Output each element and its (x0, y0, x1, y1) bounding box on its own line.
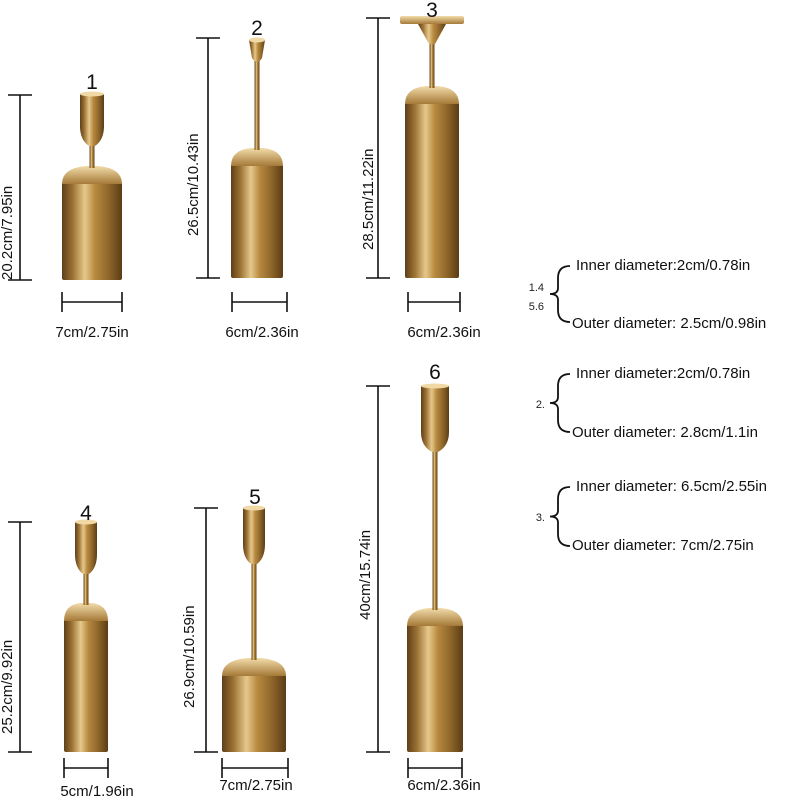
holder-shoulder (407, 608, 463, 626)
holder-shoulder (62, 166, 122, 184)
height-label-6: 40cm/15.74in (357, 529, 374, 620)
holder-shoulder (64, 603, 108, 621)
width-label-1: 7cm/2.75in (55, 324, 129, 341)
spec-tag-1b: 5.6 (528, 301, 544, 313)
candle-holder-5 (222, 505, 286, 752)
width-label-6: 6cm/2.36in (407, 777, 481, 794)
height-dimension-2 (196, 37, 220, 279)
holder-body (405, 102, 459, 278)
spec-brace-3 (549, 486, 571, 547)
candle-holder-6 (407, 383, 463, 752)
spec-inner-2: Inner diameter:2cm/0.78in (576, 365, 751, 382)
height-label-1: 20.2cm/7.95in (0, 185, 16, 280)
height-label-3: 28.5cm/11.22in (360, 148, 377, 250)
holder-number-3: 3 (426, 0, 438, 22)
height-label-4: 25.2cm/9.92in (0, 639, 16, 734)
width-label-5: 7cm/2.75in (219, 777, 293, 794)
spec-tag-3: 3. (535, 512, 545, 524)
holder-cup-rim (80, 91, 104, 97)
height-label-5: 26.9cm/10.59in (181, 605, 198, 708)
height-dimension-4 (8, 521, 32, 753)
width-dimension-1 (61, 292, 123, 312)
holder-shoulder (231, 148, 283, 166)
spec-inner-3: Inner diameter: 6.5cm/2.55in (576, 478, 767, 495)
holder-cup (243, 508, 265, 564)
holder-number-6: 6 (429, 361, 441, 384)
holder-cup-rim (243, 505, 265, 511)
width-dimension-6 (407, 758, 463, 778)
holder-cup (80, 94, 104, 146)
width-dimension-2 (231, 292, 288, 312)
width-dimension-4 (63, 758, 109, 778)
height-dimension-1 (8, 94, 32, 281)
holder-cup (421, 386, 449, 452)
holder-cup-rim (75, 519, 97, 525)
holder-number-4: 4 (80, 502, 92, 525)
holder-stem (432, 444, 438, 610)
spec-outer-2: Outer diameter: 2.8cm/1.1in (572, 424, 758, 441)
height-dimension-3 (366, 17, 390, 279)
holder-cup-rim (421, 383, 449, 389)
width-label-4: 5cm/1.96in (60, 783, 134, 800)
holder-body (231, 164, 283, 278)
holder-number-5: 5 (249, 486, 261, 509)
holder-cup-rim (249, 37, 265, 43)
holder-number-1: 1 (86, 71, 98, 94)
holder-stem (83, 566, 89, 605)
spec-inner-1: Inner diameter:2cm/0.78in (576, 257, 751, 274)
spec-brace-2 (549, 373, 571, 433)
holder-body (62, 182, 122, 280)
holder-body (64, 619, 108, 752)
holder-plate (400, 16, 464, 24)
candle-holder-3 (400, 16, 464, 278)
holder-number-2: 2 (251, 17, 263, 40)
spec-tag-1a: 1.4 (528, 282, 544, 294)
candle-holder-1 (62, 91, 122, 280)
holder-cup (75, 522, 97, 574)
height-dimension-5 (194, 507, 218, 753)
width-label-3: 6cm/2.36in (407, 324, 481, 341)
holder-body (407, 624, 463, 752)
spec-outer-3: Outer diameter: 7cm/2.75in (572, 537, 754, 554)
holder-shoulder (405, 86, 459, 104)
candle-holder-4 (64, 519, 108, 752)
holder-stem (251, 556, 257, 660)
holder-stem (429, 38, 435, 88)
holder-body (222, 674, 286, 752)
spec-outer-1: Outer diameter: 2.5cm/0.98in (572, 315, 767, 332)
holder-cup (418, 24, 446, 44)
holder-shoulder (222, 658, 286, 676)
candle-holder-2 (231, 37, 283, 278)
holder-stem (254, 56, 260, 150)
width-label-2: 6cm/2.36in (225, 324, 299, 341)
holder-cup (249, 40, 265, 62)
spec-brace-1 (549, 265, 571, 323)
height-label-2: 26.5cm/10.43in (185, 133, 202, 236)
width-dimension-3 (407, 292, 461, 312)
holder-stem (89, 138, 95, 168)
width-dimension-5 (221, 758, 289, 778)
height-dimension-6 (366, 385, 390, 753)
spec-tag-2: 2. (535, 399, 545, 411)
